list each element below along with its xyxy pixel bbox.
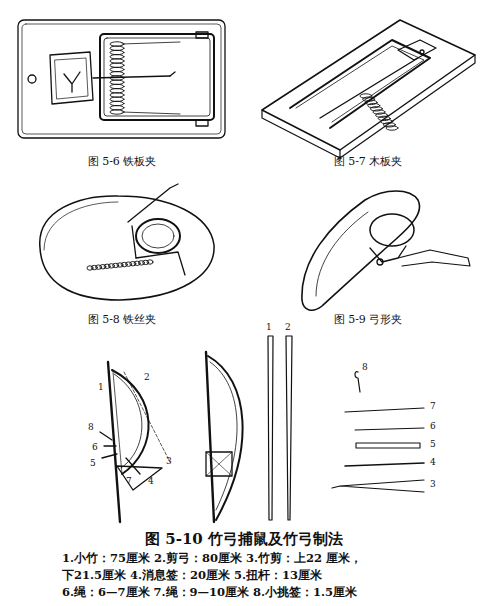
- callout-number: 5: [90, 458, 96, 468]
- callout-number: 4: [430, 457, 436, 467]
- legend-line: 1.小竹：75厘米 2.剪弓：80厘米 3.竹剪：上22 厘米，: [62, 552, 362, 565]
- bamboo-bow-trap-middle: [206, 352, 243, 522]
- figure-caption: 图 5-10 竹弓捕鼠及竹弓制法: [145, 531, 343, 548]
- callout-number: 8: [88, 422, 94, 432]
- bamboo-parts: [268, 336, 424, 520]
- figure-caption: 图 5-6 铁板夹: [88, 156, 157, 169]
- callout-number: 3: [430, 479, 436, 489]
- spring-coil: [360, 94, 398, 130]
- figure-caption: 图 5-8 铁丝夹: [88, 314, 157, 327]
- wire-trap: [40, 184, 214, 300]
- wood-board-trap: [262, 20, 475, 158]
- callout-number: 7: [126, 476, 132, 486]
- callout-number: 7: [430, 401, 436, 411]
- callout-number: 1: [266, 322, 272, 332]
- legend-line: 下21.5厘米 4.消息签：20厘米 5.扭杆：13厘米: [62, 569, 322, 582]
- spring-coil: [110, 42, 124, 114]
- iron-plate-trap: [18, 20, 225, 138]
- callout-number: 5: [430, 439, 436, 449]
- callout-number: 1: [98, 382, 104, 392]
- callout-number: 8: [362, 362, 368, 372]
- wire-coil: [87, 260, 153, 270]
- legend-line: 6.绳：6—7厘米 7.绳：9—10厘米 8.小挑签：1.5厘米: [62, 586, 357, 599]
- callout-number: 6: [92, 442, 98, 452]
- figure-caption: 图 5-9 弓形夹: [334, 314, 403, 327]
- figure-caption: 图 5-7 木板夹: [334, 156, 403, 169]
- callout-number: 4: [148, 476, 154, 486]
- bow-trap: [302, 191, 470, 310]
- callout-number: 3: [166, 456, 172, 466]
- bamboo-bow-trap-left: [100, 362, 170, 522]
- callout-number: 6: [430, 421, 436, 431]
- callout-number: 2: [285, 322, 291, 332]
- callout-number: 2: [144, 372, 150, 382]
